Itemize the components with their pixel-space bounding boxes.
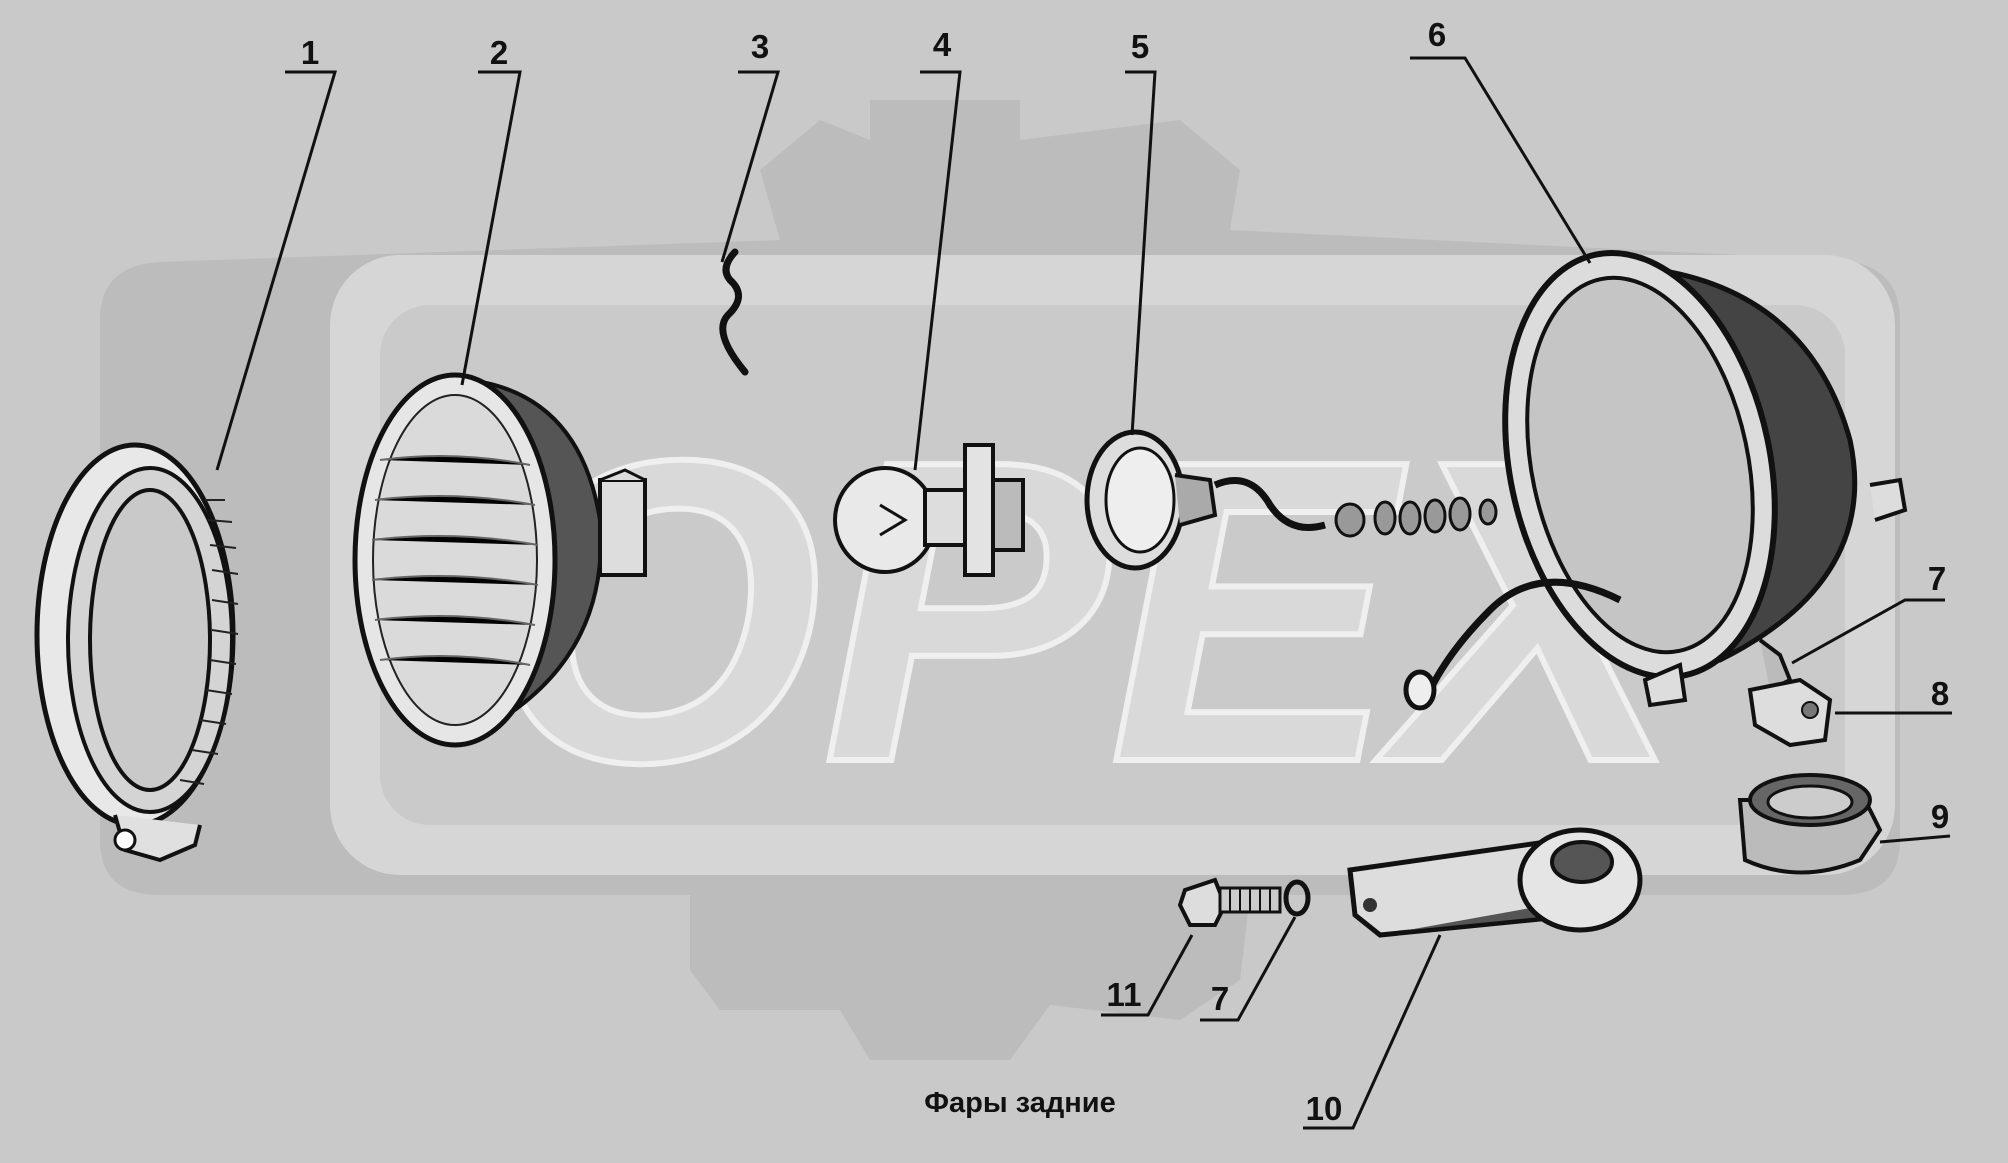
callout-4: 4 <box>933 26 952 63</box>
spring-clip-icon <box>719 248 749 376</box>
leader-line-4 <box>913 70 962 471</box>
leader-line-3 <box>720 70 781 263</box>
callout-5: 5 <box>1131 28 1149 65</box>
diagram-caption: Фары задние <box>924 1087 1115 1119</box>
leader-line-2 <box>460 70 522 386</box>
bracket-icon <box>1347 827 1643 938</box>
leader-line-6 <box>1410 56 1592 264</box>
callout-2: 2 <box>490 34 508 71</box>
callout-9: 9 <box>1931 798 1949 835</box>
leader-line-5 <box>1125 70 1157 436</box>
leader-line-7a <box>1791 598 1945 665</box>
nut-icon <box>1747 677 1833 748</box>
optical-unit-icon <box>352 372 647 748</box>
headlamp-rim-icon <box>34 442 239 863</box>
callout-11: 11 <box>1107 976 1142 1013</box>
leader-line-10 <box>1303 934 1442 1130</box>
leader-line-7b <box>1200 916 1297 1022</box>
leader-line-1 <box>215 70 338 471</box>
leader-line-11 <box>1101 934 1194 1017</box>
leader-lines <box>215 56 1952 1130</box>
callout-3: 3 <box>751 28 769 65</box>
callout-7-lower: 7 <box>1211 980 1229 1017</box>
callout-7-upper: 7 <box>1928 560 1946 597</box>
bolt-icon <box>1177 877 1282 927</box>
callout-1: 1 <box>301 34 319 71</box>
callout-8: 8 <box>1931 675 1949 712</box>
callout-10: 10 <box>1306 1090 1343 1127</box>
leader-line-9 <box>1879 834 1951 844</box>
lamp-socket-icon <box>1084 429 1498 571</box>
lamp-bulb-icon <box>833 443 1025 577</box>
headlamp-housing-icon <box>1403 249 1908 711</box>
bushing-icon <box>1737 773 1883 875</box>
callout-6: 6 <box>1428 16 1446 53</box>
lower-spring-washer-icon <box>1283 879 1311 917</box>
